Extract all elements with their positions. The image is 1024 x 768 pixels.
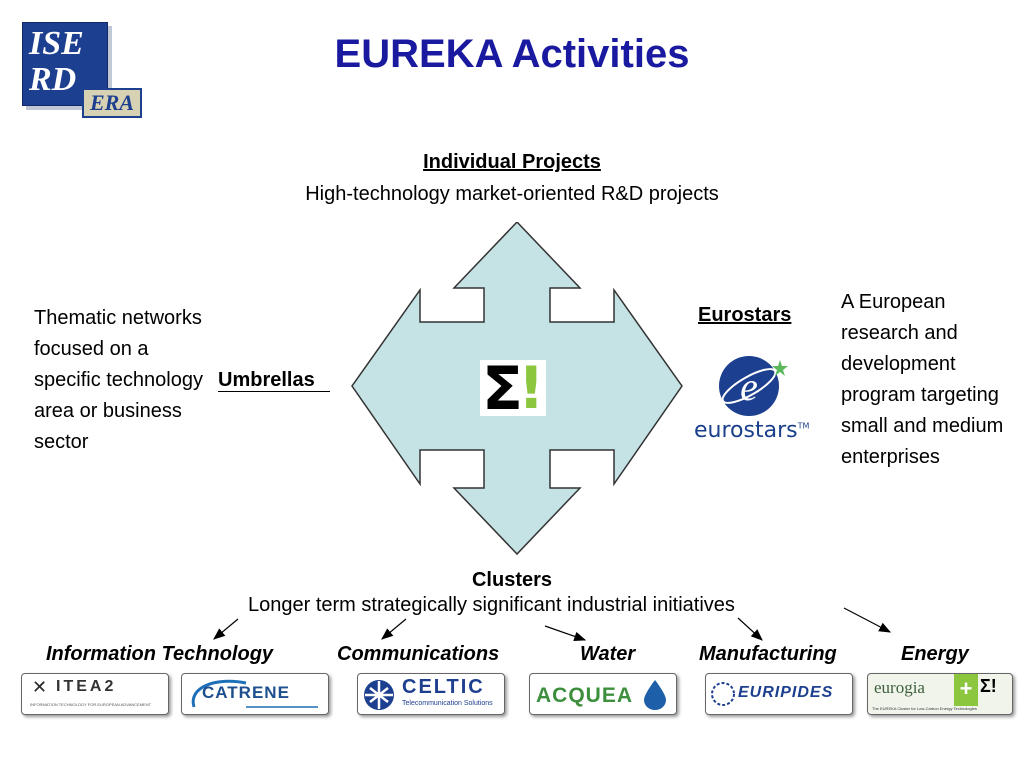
iserd-era-logo: ISE RD ERA <box>22 22 142 118</box>
eurostars-logo-word: eurostarsTM <box>694 418 809 443</box>
clusters-title: Clusters <box>471 569 553 591</box>
individual-projects-title: Individual Projects <box>423 151 601 173</box>
water-drop-icon <box>644 680 666 710</box>
arrow-to-manufacturing <box>737 617 763 641</box>
itea2-mark-icon: ✕ <box>32 677 48 697</box>
euripides-logo: EURIPIDES <box>705 673 853 715</box>
eurostars-logo-text: eurostars <box>694 418 798 443</box>
catrene-swoosh-icon <box>191 679 318 708</box>
itea2-logo-subtext: INFORMATION TECHNOLOGY FOR EUROPEAN ADVA… <box>30 702 152 707</box>
sigma-glyph: Σ <box>482 354 523 424</box>
catrene-logo-text: CATRENE <box>202 683 290 702</box>
arrow-to-water <box>544 625 587 641</box>
eurostars-logo: e eurostarsTM <box>694 352 812 446</box>
eurogia-sigma-mark: Σ! <box>980 676 997 696</box>
catrene-logo: CATRENE <box>181 673 329 715</box>
acquea-logo-text: ACQUEA <box>536 684 634 707</box>
logo-line-1: ISE <box>29 25 84 62</box>
eurostars-title: Eurostars <box>698 304 792 326</box>
itea2-logo-text: ITEA2 <box>56 678 117 695</box>
eurostars-emblem-letter: e <box>740 364 758 409</box>
logo-era-badge: ERA <box>82 88 142 118</box>
umbrellas-underline <box>218 391 330 392</box>
logo-line-2: RD <box>29 61 77 98</box>
cluster-connector-arrows <box>213 607 892 641</box>
celtic-logo-subtext: Telecommunication Solutions <box>402 700 493 707</box>
clusters-subtitle: Longer term strategically significant in… <box>248 594 735 616</box>
category-manufacturing: Manufacturing <box>699 643 837 665</box>
arrow-to-information-technology <box>213 618 239 640</box>
euripides-logo-text: EURIPIDES <box>738 684 834 701</box>
arrow-to-communications <box>381 618 407 640</box>
category-information-technology: Information Technology <box>46 643 274 665</box>
eureka-sigma-logo: Σ ! <box>480 354 546 424</box>
eurogia-logo-text: eurogia <box>874 678 925 697</box>
eurogia-logo-subtext: The EUREKA Cluster for Low-Carbon Energy… <box>872 706 977 711</box>
umbrellas-title: Umbrellas <box>218 369 315 391</box>
individual-projects-subtitle: High-technology market-oriented R&D proj… <box>305 183 719 205</box>
page-title: EUREKA Activities <box>334 32 690 76</box>
acquea-logo: ACQUEA <box>529 673 677 715</box>
eurogia-logo: eurogia + Σ! The EUREKA Cluster for Low-… <box>867 673 1013 715</box>
itea2-logo: ✕ ITEA2 INFORMATION TECHNOLOGY FOR EUROP… <box>21 673 169 715</box>
eurostars-trademark: TM <box>797 421 810 431</box>
umbrellas-description: Thematic networks focused on a specific … <box>34 307 203 453</box>
eurostars-emblem-icon: e <box>719 356 788 416</box>
euripides-globe-icon <box>711 682 735 706</box>
iserd-logo-block: ISE RD <box>22 22 108 106</box>
category-communications: Communications <box>337 643 500 665</box>
exclaim-glyph: ! <box>518 354 545 422</box>
category-water: Water <box>580 643 636 665</box>
arrow-to-energy <box>843 607 892 633</box>
celtic-logo: CELTIC Telecommunication Solutions <box>357 673 505 715</box>
eurostars-description: A European research and development prog… <box>841 291 1004 468</box>
celtic-knot-icon <box>364 680 394 710</box>
eurogia-plus-block: + <box>954 674 978 706</box>
celtic-logo-text: CELTIC <box>402 676 485 698</box>
category-energy: Energy <box>901 643 969 665</box>
